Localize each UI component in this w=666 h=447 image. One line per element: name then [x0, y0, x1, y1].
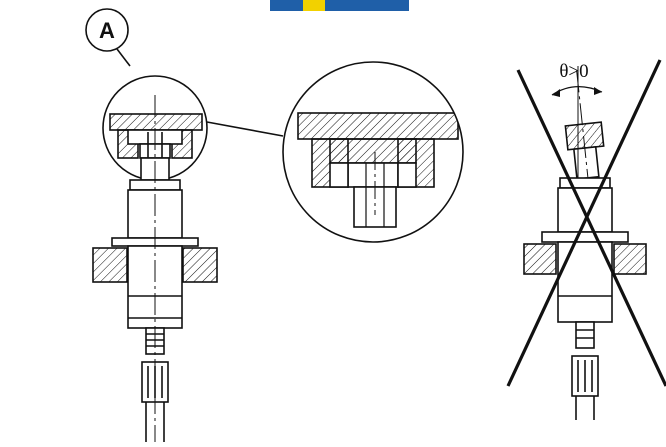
detail-a-marker	[85, 8, 129, 52]
cross-out-line-1	[516, 69, 666, 387]
detail-label: A	[99, 18, 115, 43]
incorrect-assembly	[506, 59, 666, 420]
cross-out-line-2	[506, 59, 662, 387]
detail-circle-large	[282, 61, 464, 243]
correct-assembly	[85, 8, 284, 442]
angle-label: θ>0	[559, 61, 588, 82]
flag-strip	[270, 0, 409, 11]
